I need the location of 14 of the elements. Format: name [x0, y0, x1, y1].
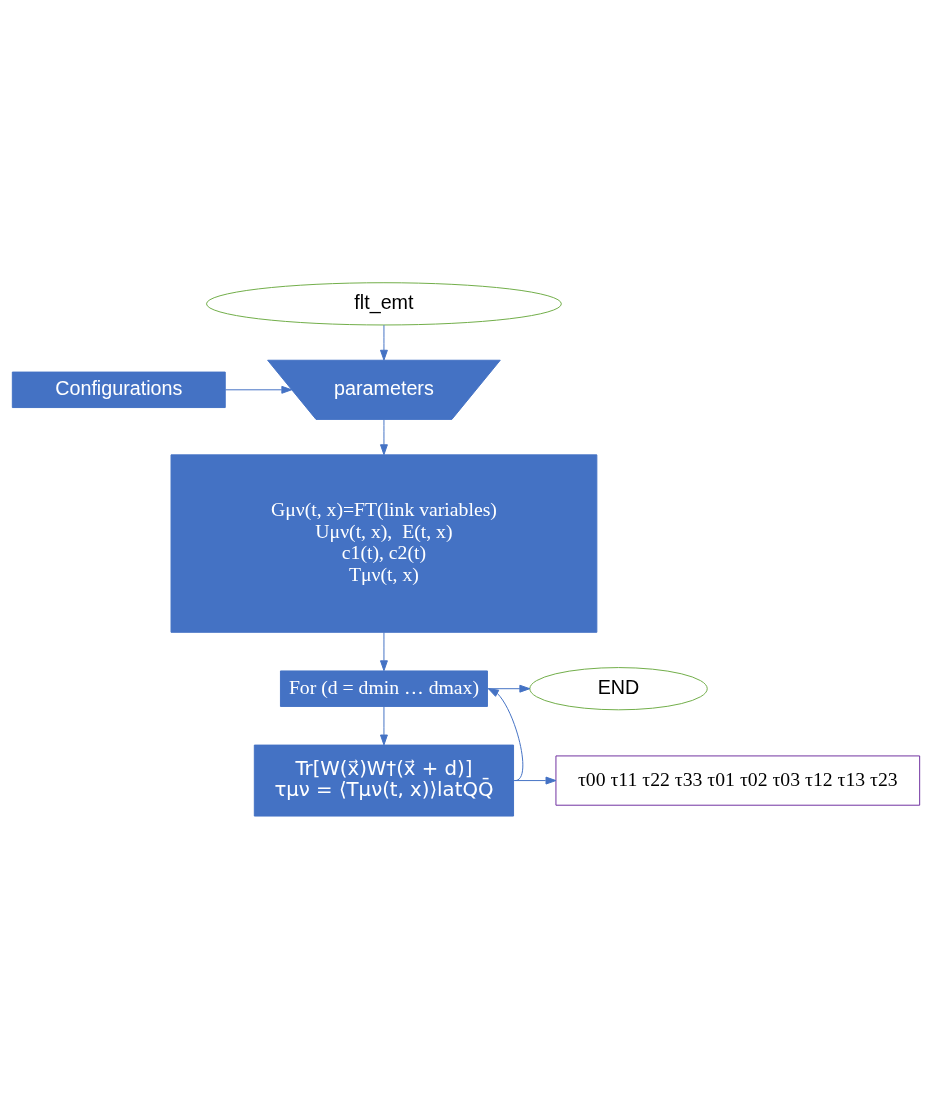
node-ellipse: END [529, 667, 708, 711]
node-box: τ00 τ11 τ22 τ33 τ01 τ02 τ03 τ12 τ13 τ23 [555, 755, 921, 806]
arrow [380, 706, 388, 746]
arrow [487, 688, 524, 782]
arrow [513, 776, 557, 785]
node-box: Gμν(t, x)=FT(link variables) Uμν(t, x), E(t, x) c1(t), c2(t) Tμν(t, x) [170, 454, 598, 633]
arrow [380, 419, 388, 456]
arrow [380, 324, 388, 361]
node-box: Tr[W(x⃗)W†(x⃗ + d)] τμν = ⟨Tμν(t, x)⟩latQQ̄ [253, 744, 515, 817]
arrow [224, 385, 293, 394]
node-box: Configurations [11, 371, 226, 409]
node-box: For (d = dmin … dmax) [279, 670, 488, 707]
arrow [380, 631, 388, 672]
node-ellipse: flt_emt [206, 282, 562, 326]
